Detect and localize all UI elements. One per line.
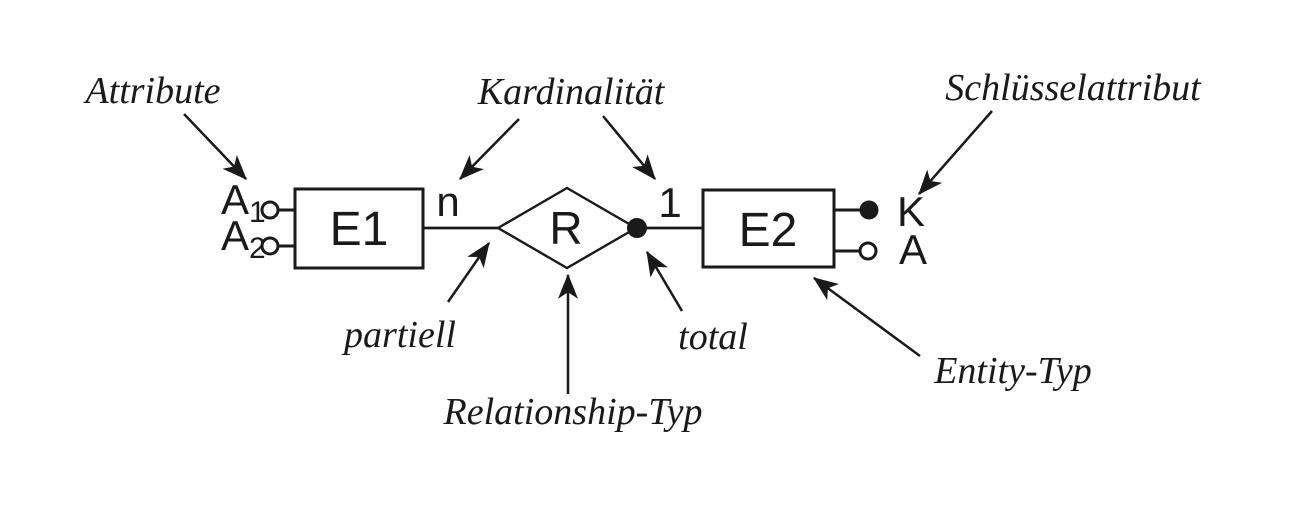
attribute-a2-subscript: 2 <box>249 232 266 265</box>
attribute-a1-label: A1 <box>221 176 266 229</box>
attribute-a1-subscript: 1 <box>249 196 266 229</box>
total-label: total <box>678 316 748 358</box>
attribute-a1-circle-icon <box>260 200 280 220</box>
cardinality-n-label: n <box>436 178 459 225</box>
cardinality-label: Kardinalität <box>477 71 666 113</box>
partial-label: partiell <box>341 314 456 356</box>
annotation-relationship-type: Relationship-Typ <box>443 273 703 433</box>
key-attribute-k-dot-icon <box>859 200 879 220</box>
annotation-partial: partiell <box>341 241 491 356</box>
relationship-label: R <box>549 202 582 254</box>
attribute-a2-label: A2 <box>221 212 266 265</box>
key-attribute-label: Schlüsselattribut <box>945 67 1202 109</box>
cardinality-arrow-left <box>459 118 520 180</box>
key-attribute-arrow <box>918 110 993 195</box>
cardinality-1-label: 1 <box>658 179 681 226</box>
entity-e1-label: E1 <box>330 203 389 256</box>
attribute-a2-base: A <box>221 212 249 259</box>
attribute-arrow <box>183 113 247 180</box>
attribute-a1-base: A <box>221 176 249 223</box>
partial-arrow <box>446 241 491 303</box>
total-participation-dot-icon <box>627 218 647 238</box>
entity-e1-box <box>293 187 425 270</box>
annotation-attribute: Attribute <box>82 70 247 180</box>
annotation-total: total <box>645 250 748 358</box>
annotation-cardinality: Kardinalität <box>459 71 666 180</box>
annotation-entity-type: Entity-Typ <box>812 276 1092 392</box>
entity-e2-label: E2 <box>739 204 798 257</box>
cardinality-arrow-right <box>602 115 656 180</box>
attribute-a-circle-icon <box>858 241 878 261</box>
annotation-key-attribute: Schlüsselattribut <box>918 67 1202 195</box>
total-arrow <box>645 250 684 312</box>
relationship-type-label: Relationship-Typ <box>443 391 703 433</box>
relationship-r: R <box>495 186 639 270</box>
entity-e2-box <box>701 188 836 269</box>
entity-e2: E2 K A <box>701 188 927 273</box>
attribute-a-label: A <box>899 226 927 273</box>
key-attribute-k-label: K <box>897 188 925 235</box>
entity-type-label: Entity-Typ <box>933 350 1092 392</box>
entity-e1: E1 A1 A2 <box>221 176 425 270</box>
attribute-label: Attribute <box>82 70 220 112</box>
entity-type-arrow <box>812 276 921 358</box>
attribute-a2-circle-icon <box>260 236 280 256</box>
